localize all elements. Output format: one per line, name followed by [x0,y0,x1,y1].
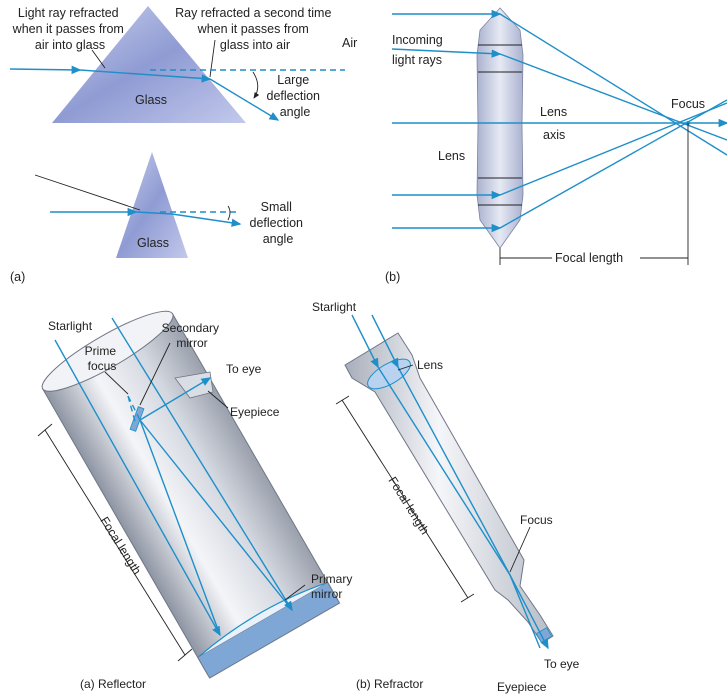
converging-ray-1 [499,13,727,156]
lens-body [476,7,524,249]
large-deflection-label: Large deflection angle [267,73,324,119]
refractor-telescope: Starlight Lens Focal length Focus To eye… [312,300,580,694]
refractor-tube [344,332,554,644]
lens-label: Lens [438,149,465,163]
focus-label: Focus [671,97,705,111]
refractor-inner-ray-1 [377,366,511,576]
reflector-tube [41,310,341,679]
to-eye-ray [139,377,212,421]
reflector-caption: (a) Reflector [80,677,146,691]
panel-a-tag: (a) [10,270,25,284]
glass-label-bottom: Glass [137,236,169,250]
reflector-focal-length-cap-bottom [177,648,193,662]
exit-ray-bottom [171,213,242,227]
secondary-mirror-pointer [139,342,171,406]
refractor-exit-ray-1 [509,574,549,650]
eyepiece-pointer [207,390,229,409]
refractor-starlight-2 [371,314,399,369]
refractor-to-eye-label: To eye [544,657,580,671]
incoming-ray-2 [391,48,502,58]
secondary-mirror-label: Secondary mirror [162,321,223,350]
prime-focus-pointer [104,371,129,395]
refractor-starlight-label: Starlight [312,300,357,314]
refractor-caption: (b) Refractor [356,677,423,691]
refractor-focal-length-cap-top [335,395,350,405]
large-deflection-arc [252,71,260,99]
refractor-inner-ray-2 [397,366,511,576]
reflected-ray-2 [139,419,293,611]
panel-a-prisms: Light ray refracted when it passes from … [9,6,357,284]
refractor-focal-length-cap-bottom [460,593,475,603]
refracted-ray-bottom [135,211,173,215]
first-refraction-label: Light ray refracted when it passes from … [12,6,128,52]
refractor-focus-pointer [509,526,531,573]
prime-focus-label: Prime focus [85,344,120,373]
lens-axis-label: Lens axis [540,105,571,142]
focal-length-label: Focal length [555,251,623,265]
incoming-rays-label: Incoming light rays [392,33,446,67]
refractor-focus-label: Focus [520,513,553,527]
starlight-ray-2 [111,317,293,612]
refractor-starlight-1 [351,314,379,369]
objective-lens [367,358,411,390]
small-deflection-label: Small deflection angle [250,200,307,246]
large-prism [52,6,246,123]
small-deflection-arc [227,205,231,221]
incident-ray-top [9,65,82,75]
reflector-focal-length-cap-top [37,423,53,437]
refractor-exit-ray-2 [509,574,541,649]
starlight-ray-1 [54,339,221,637]
second-refraction-pointer [209,39,216,78]
refractor-lens-label: Lens [417,358,443,372]
primary-mirror-pointer [284,584,306,601]
refractor-lens-pointer [397,364,414,371]
panel-b-lens: Incoming light rays Lens axis Focus Lens… [385,7,727,284]
air-label: Air [342,36,357,50]
prime-focus-dashed-1 [127,395,141,421]
first-refraction-pointer [91,49,106,69]
second-refraction-label: Ray refracted a second time when it pass… [175,6,335,52]
glass-label-top: Glass [135,93,167,107]
reflector-starlight-label: Starlight [48,319,93,333]
refractor-eyepiece-label: Eyepiece [497,680,547,694]
black-pointer-bottom [34,174,141,211]
reflector-telescope: Starlight Secondary mirror Prime focus T… [37,310,356,691]
reflector-to-eye-label: To eye [226,362,262,376]
refractor-focal-length-line [341,399,469,599]
reflector-focal-length-line [44,429,186,656]
small-prism [116,152,188,258]
panel-b-tag: (b) [385,270,400,284]
refracted-ray-top [79,69,212,83]
reflected-ray-1 [139,419,221,636]
exit-ray-top [209,78,280,121]
converging-ray-5 [499,99,727,229]
reflector-eyepiece-label: Eyepiece [230,405,280,419]
refractor-focal-length-label: Focal length [385,474,432,537]
primary-mirror-label: Primary mirror [311,572,356,601]
converging-ray-4 [499,102,727,196]
converging-ray-2 [499,53,727,141]
prime-focus-dashed-2 [127,395,137,426]
